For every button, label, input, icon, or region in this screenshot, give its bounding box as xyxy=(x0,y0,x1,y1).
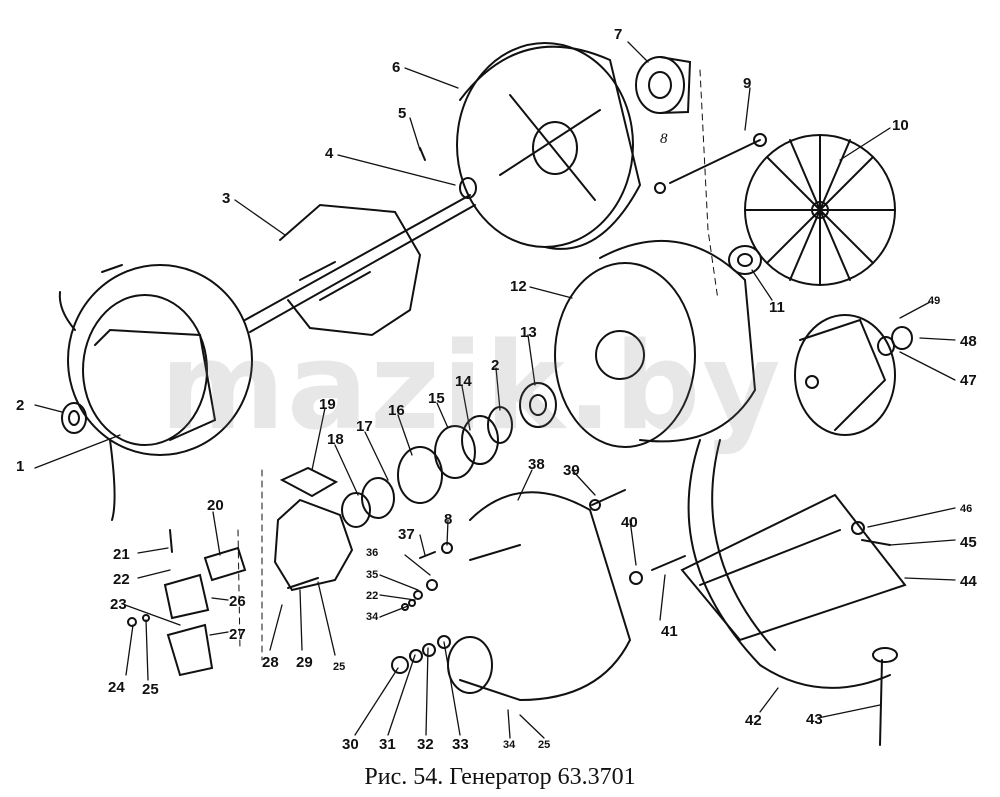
hardware-parts-34-37 xyxy=(401,542,453,611)
rotor-part-3 xyxy=(244,194,476,337)
callout-label: 39 xyxy=(563,462,580,479)
washer-part-46 xyxy=(851,521,865,535)
callout-label: 33 xyxy=(452,736,469,753)
callout-label: 30 xyxy=(342,736,359,753)
strap-part-42 xyxy=(687,439,891,689)
callout-label: 15 xyxy=(428,390,445,407)
callout-label: 46 xyxy=(960,503,973,515)
callout-label: 3 xyxy=(222,190,231,207)
callout-label: 31 xyxy=(379,736,396,753)
callout-label: 42 xyxy=(745,712,762,729)
callout-label: 29 xyxy=(296,654,313,671)
cover-part-19 xyxy=(279,466,339,498)
bolt-part-9 xyxy=(669,133,767,184)
callout-label: 25 xyxy=(142,681,159,698)
callout-label: 45 xyxy=(960,534,977,551)
bolt-part-41 xyxy=(651,555,686,571)
bearing-part-13 xyxy=(519,382,557,428)
callout-label: 27 xyxy=(229,626,246,643)
bolt-part-43 xyxy=(872,647,898,746)
callout-label: 18 xyxy=(327,431,344,448)
callout-label: 47 xyxy=(960,372,977,389)
callout-label: 13 xyxy=(520,324,537,341)
pulley-part-49 xyxy=(794,314,896,436)
bushing-part-2 xyxy=(61,402,87,434)
callout-label: 49 xyxy=(928,295,941,307)
callout-label: 21 xyxy=(113,546,130,563)
screw-part-29 xyxy=(287,577,319,589)
capacitor-part-28 xyxy=(273,498,354,592)
bolt-part-45 xyxy=(861,539,891,546)
callout-label: 6 xyxy=(392,59,401,76)
callout-label: 40 xyxy=(621,514,638,531)
drive-end-cover-part-6 xyxy=(456,42,642,250)
callout-label: 2 xyxy=(491,357,500,374)
callout-label: 9 xyxy=(743,75,752,92)
callout-label: 4 xyxy=(325,145,334,162)
callout-label: 10 xyxy=(892,117,909,134)
fan-part-10 xyxy=(744,134,896,286)
callout-label: 43 xyxy=(806,711,823,728)
spacer-part-47 xyxy=(877,336,895,356)
pin-part-5 xyxy=(419,147,426,161)
spacer-part-11 xyxy=(728,245,762,275)
callout-label: 36 xyxy=(366,547,379,559)
washer-part-40 xyxy=(629,571,643,585)
callout-label: 19 xyxy=(319,396,336,413)
housing-part-12 xyxy=(554,239,757,448)
callout-label: 7 xyxy=(614,26,623,43)
key-part-4 xyxy=(459,177,477,199)
watermark: mazik.by xyxy=(160,318,783,457)
bracket-part-44 xyxy=(680,493,907,642)
callout-label: 26 xyxy=(229,593,246,610)
assembly-axes xyxy=(237,69,719,661)
callout-label: 8 xyxy=(444,511,453,528)
callout-label: 12 xyxy=(510,278,527,295)
callout-label: 11 xyxy=(769,299,785,316)
callout-label: 34 xyxy=(366,611,379,623)
callout-label: 14 xyxy=(455,373,472,390)
callout-label: 44 xyxy=(960,573,977,590)
callout-label: 48 xyxy=(960,333,977,350)
nut-part-8-top xyxy=(654,182,666,194)
callout-label: 1 xyxy=(16,458,25,475)
callout-label: 24 xyxy=(108,679,125,696)
callout-label: 2 xyxy=(16,397,25,414)
callout-label: 16 xyxy=(388,402,405,419)
spacer-part-48 xyxy=(891,326,913,350)
callout-label: 38 xyxy=(528,456,545,473)
callout-label: 20 xyxy=(207,497,224,514)
callout-label: 35 xyxy=(366,569,379,581)
rings-parts-14-17 xyxy=(341,406,513,528)
callout-label: 23 xyxy=(110,596,127,613)
callout-label: 37 xyxy=(398,526,415,543)
callout-label: 5 xyxy=(398,105,407,122)
rear-cover-part-38 xyxy=(447,491,632,702)
callout-label: 22 xyxy=(366,590,379,602)
callout-label: 25 xyxy=(333,661,346,673)
callout-label: 22 xyxy=(113,571,130,588)
figure-caption: Рис. 54. Генератор 63.3701 xyxy=(364,764,636,790)
bolt-part-39 xyxy=(589,489,626,511)
stator-part-1 xyxy=(58,264,253,521)
bearing-part-7 xyxy=(635,56,692,114)
terminal-hardware-parts-30-33 xyxy=(391,635,451,674)
callout-label: 41 xyxy=(661,623,678,640)
brush-holder-parts-20-27 xyxy=(127,529,247,677)
callout-label: 17 xyxy=(356,418,373,435)
callout-label: 8 xyxy=(660,131,668,147)
callout-label: 25 xyxy=(538,739,551,751)
callout-label: 28 xyxy=(262,654,279,671)
callout-label: 34 xyxy=(503,739,516,751)
callout-label: 32 xyxy=(417,736,434,753)
